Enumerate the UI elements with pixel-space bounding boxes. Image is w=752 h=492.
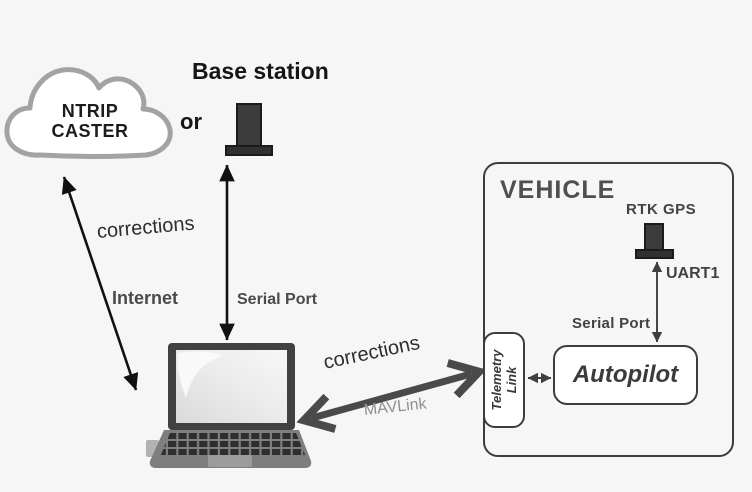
serial-port-label-laptop: Serial Port	[237, 291, 318, 308]
arrow-ntrip-laptop	[61, 176, 139, 391]
ntrip-caster-line1: NTRIP	[61, 101, 119, 121]
telemetry-link-box	[483, 332, 525, 428]
vehicle-title: VEHICLE	[500, 176, 616, 204]
telemetry-link-line2: Link	[504, 366, 519, 394]
ntrip-caster-line2: CASTER	[51, 121, 129, 141]
rtk-gps-label: RTK GPS	[626, 201, 697, 218]
arrow-laptop-vehicle	[296, 359, 487, 433]
base-station-antenna-icon	[225, 103, 273, 156]
ntrip-caster-label: NTRIP CASTER	[38, 101, 142, 141]
telemetry-link-line1: Telemetry	[489, 349, 504, 411]
cloud-icon	[4, 67, 173, 159]
vehicle-box	[483, 162, 734, 457]
autopilot-label: Autopilot	[572, 361, 679, 388]
base-station-label: Base station	[192, 58, 329, 84]
telemetry-link-label: Telemetry Link	[489, 350, 519, 411]
serial-port-label-vehicle: Serial Port	[572, 315, 651, 332]
laptop-icon	[146, 343, 312, 468]
uart1-label: UART1	[666, 265, 720, 282]
autopilot-box: Autopilot	[553, 345, 698, 405]
internet-label: Internet	[112, 288, 179, 308]
or-label: or	[180, 109, 202, 134]
rtk-gps-antenna-icon	[635, 223, 674, 259]
